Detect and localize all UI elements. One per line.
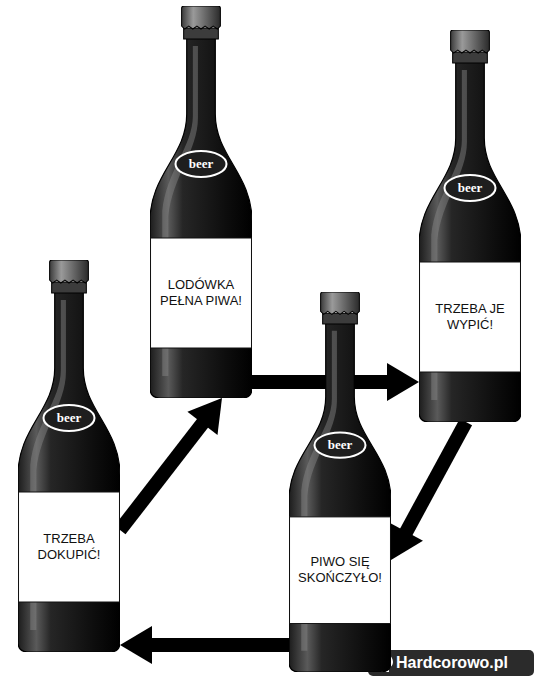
arrow-head (387, 363, 419, 401)
neck-label: beer (150, 156, 252, 172)
label-text: LODÓWKA PEŁNA PIWA! (154, 277, 248, 310)
bottle-outline (18, 260, 120, 652)
bottle-node: PIWO SIĘ SKOŃCZYŁO! (289, 292, 391, 672)
bottle-label: TRZEBA DOKUPIĆ! (18, 492, 120, 602)
neck-label: beer (419, 180, 521, 196)
neck-label: beer (18, 410, 120, 426)
bottle-outline (150, 6, 252, 398)
arrow-shaft (404, 422, 466, 535)
bottle-node: TRZEBA DOKUPIĆ! (18, 260, 120, 652)
arrow-head (187, 398, 222, 435)
bottle-label: TRZEBA JE WYPIĆ! (419, 262, 521, 372)
arrow-head (120, 626, 152, 664)
bottle-label: LODÓWKA PEŁNA PIWA! (150, 238, 252, 348)
arrow-shaft (120, 420, 205, 530)
flow-arrow (120, 398, 222, 530)
bottle-label: PIWO SIĘ SKOŃCZYŁO! (289, 517, 391, 624)
bottle-outline (289, 292, 391, 672)
bottle-node: LODÓWKA PEŁNA PIWA! (150, 6, 252, 398)
bottle-node: TRZEBA JE WYPIĆ! (419, 30, 521, 422)
arrow-head (390, 523, 423, 560)
label-text: TRZEBA JE WYPIĆ! (423, 301, 517, 334)
bottle-outline (419, 30, 521, 422)
arrow-shaft (252, 375, 391, 389)
flow-arrow (120, 626, 289, 664)
watermark: Hardcorowo.pl (396, 652, 508, 674)
arrow-shaft (148, 638, 289, 652)
label-text: TRZEBA DOKUPIĆ! (22, 531, 116, 564)
label-text: PIWO SIĘ SKOŃCZYŁO! (293, 554, 387, 587)
watermark-panel (368, 650, 534, 676)
neck-label: beer (289, 437, 391, 453)
flow-arrow (390, 422, 466, 560)
